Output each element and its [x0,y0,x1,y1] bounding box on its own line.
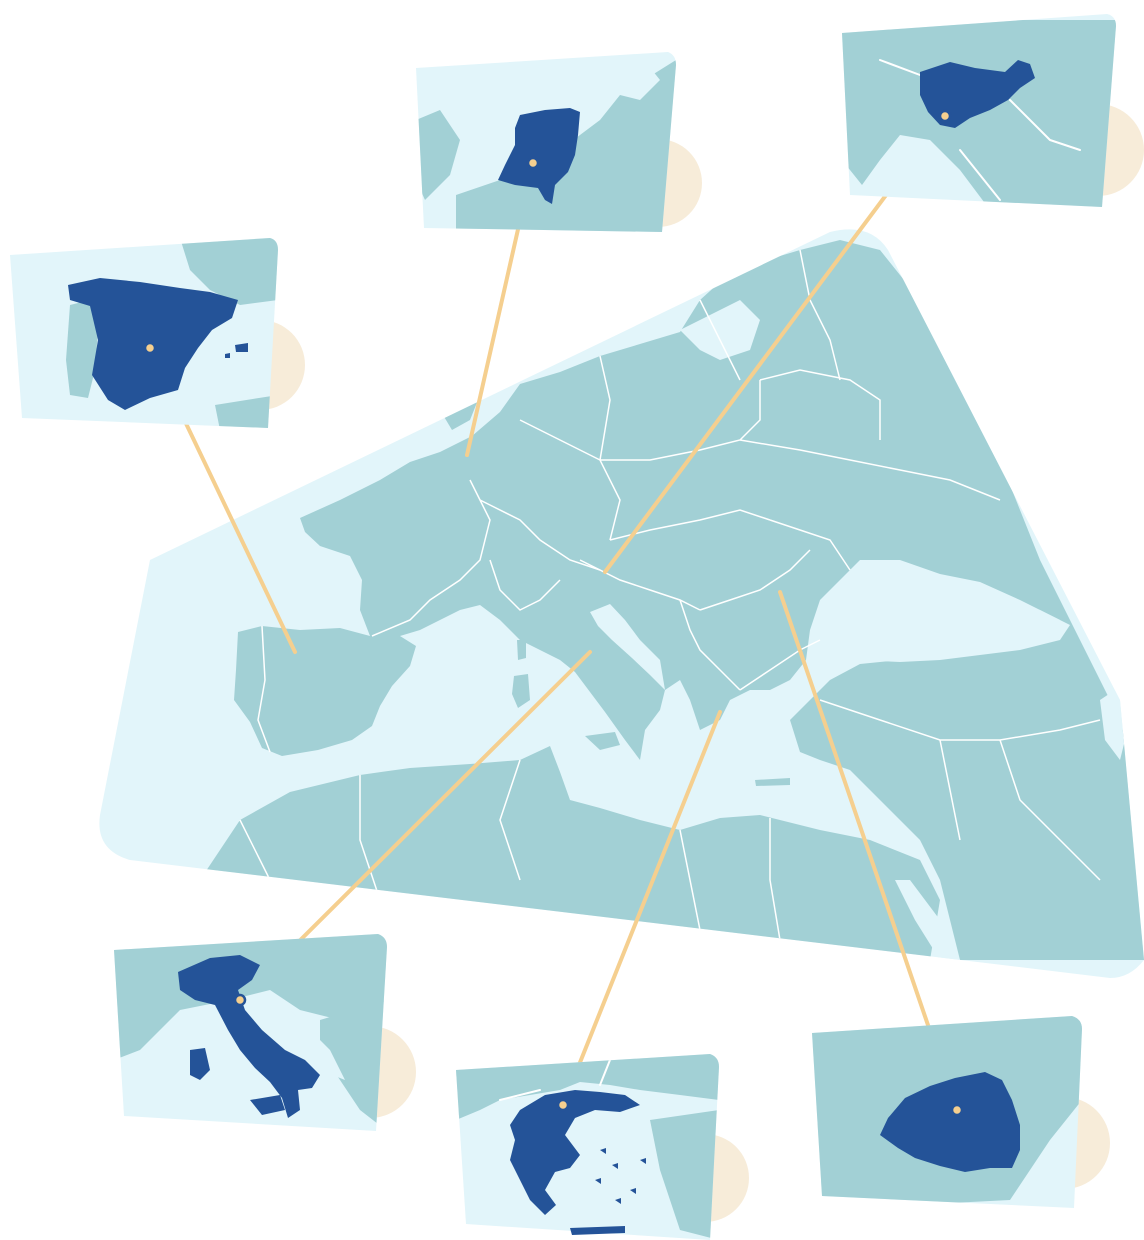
pin-greece [556,1098,570,1112]
land-britain [416,110,460,200]
highlight-aegean-islands [595,1148,646,1204]
sea-adriatic [590,604,665,690]
card-land-balkans [320,1000,387,1131]
country-card-romania [812,1016,1110,1208]
card-land [842,20,1116,207]
land-iberia [234,626,416,756]
card-land-turkey [650,1110,719,1240]
country-card-slovenia [842,14,1144,207]
land-continental-europe [300,240,1144,960]
highlight-sardinia [190,1048,210,1080]
highlight-italy [178,955,320,1118]
country-card-italy [114,934,416,1131]
country-card-spain [10,238,305,428]
pin-romania [950,1103,964,1117]
sea-baltic [680,300,760,360]
sea-red-sea [895,880,960,960]
card-sea-adriatic [255,1000,345,1080]
card-land [180,238,278,305]
highlight-romania [880,1072,1020,1172]
land-crete [755,778,790,786]
country-card-netherlands [416,52,702,232]
card-sea [456,1054,719,1240]
highlight-crete [570,1226,625,1235]
pin-slovenia [938,109,952,123]
land-corsica [517,640,526,660]
connector-greece [561,710,722,1107]
card-land [215,395,278,428]
land-sicily [585,732,620,750]
country-card-greece [456,1054,749,1240]
land-sardinia [512,674,530,708]
highlight-islands [225,343,248,358]
card-land [114,934,387,1060]
country-borders [239,249,1101,941]
card-borders [499,1059,611,1101]
card-land [456,1054,719,1120]
land-cyprus [876,778,900,788]
connector-romania [778,590,959,1112]
card-sea-channel [600,55,660,100]
pin-spain [143,341,157,355]
highlight-greece [510,1090,640,1215]
highlight-sicily [250,1095,285,1115]
highlight-netherlands [498,108,580,204]
sea-black-sea [830,578,1070,662]
card-borders [879,59,1081,201]
land-portugal [66,300,98,398]
pin-italy [233,993,247,1007]
pin-netherlands [526,156,540,170]
